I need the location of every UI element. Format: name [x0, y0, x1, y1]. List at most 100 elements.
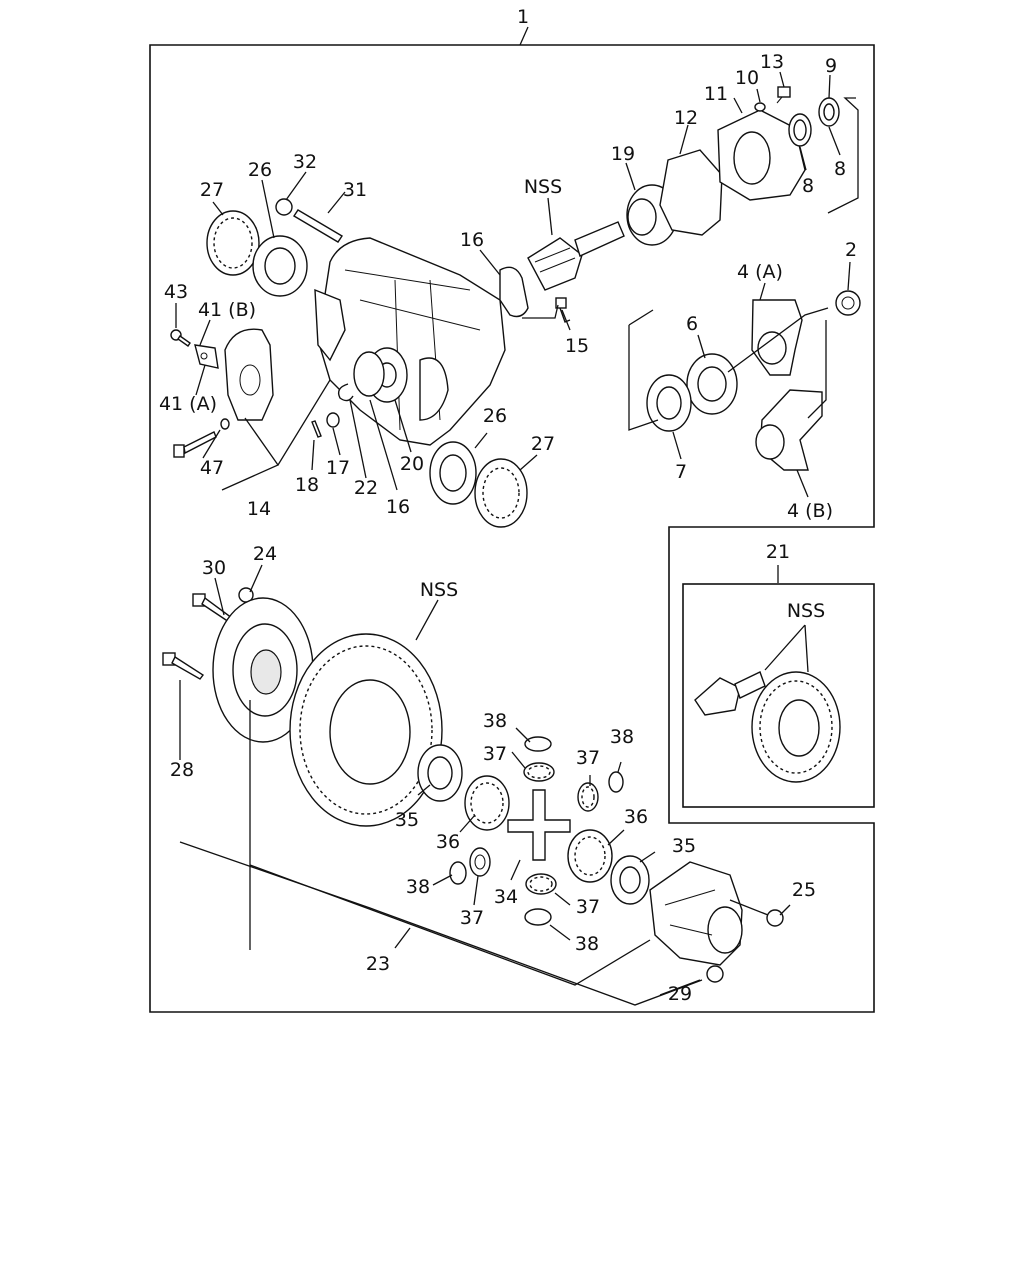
label-32: 32: [293, 151, 317, 173]
label-29: 29: [668, 983, 692, 1005]
washer-38-bottom: [524, 908, 552, 926]
label-27-upper: 27: [200, 179, 224, 201]
label-41a: 41 (A): [159, 393, 217, 415]
label-nss-inset: NSS: [787, 600, 825, 622]
label-47: 47: [200, 457, 224, 479]
label-34: 34: [494, 886, 518, 908]
label-19: 19: [611, 143, 635, 165]
shim-16-upper: [499, 266, 529, 318]
thrust-washer-35-right: [610, 855, 650, 905]
label-35-left: 35: [395, 809, 419, 831]
label-11: 11: [704, 83, 728, 105]
label-8-lower: 8: [802, 175, 814, 197]
bolt-15: [555, 297, 571, 323]
shim-16-lower: [353, 351, 385, 397]
snap-ring-22: [337, 383, 354, 402]
stud-31: [293, 209, 343, 243]
label-43: 43: [164, 281, 188, 303]
pin-18: [311, 420, 322, 438]
flange-4b: [755, 389, 823, 471]
label-37-bottom: 37: [576, 896, 600, 918]
washer-38-left: [449, 861, 467, 885]
label-38-top: 38: [483, 710, 507, 732]
bolt-28: [162, 652, 205, 680]
washer-38-top: [524, 736, 552, 752]
bearing-26-lower: [429, 441, 477, 505]
label-23: 23: [366, 953, 390, 975]
washer-38-right: [608, 771, 624, 793]
nut-29: [706, 965, 724, 983]
label-9: 9: [825, 55, 837, 77]
label-18: 18: [295, 474, 319, 496]
label-36-right: 36: [624, 806, 648, 828]
label-38-bottom: 38: [575, 933, 599, 955]
nut-32: [275, 198, 293, 216]
differential-case-right: [649, 861, 743, 966]
label-6: 6: [686, 313, 698, 335]
label-4b: 4 (B): [787, 500, 833, 522]
label-35-right: 35: [672, 835, 696, 857]
deflector-7: [646, 374, 692, 432]
label-16-lower: 16: [386, 496, 410, 518]
label-14: 14: [247, 498, 271, 520]
gear-set-21-pinion: [694, 671, 766, 716]
label-41b: 41 (B): [198, 299, 256, 321]
ring-gear-nss: [289, 633, 443, 827]
part-labels: 1 2 4 (A) 4 (B) 6 7 8 8 9 10 11 12 13 14…: [159, 6, 857, 1005]
pinion-gear-37-bottom: [525, 873, 557, 895]
label-31: 31: [343, 179, 367, 201]
pinion-gear-37-left: [469, 847, 491, 877]
label-1: 1: [517, 6, 529, 28]
nut-2: [835, 290, 861, 316]
label-7: 7: [675, 461, 687, 483]
label-27-lower: 27: [531, 433, 555, 455]
thrust-washer-35-left: [417, 744, 463, 802]
label-nss-pinion: NSS: [524, 176, 562, 198]
label-28: 28: [170, 759, 194, 781]
bolt-13: [776, 86, 791, 104]
bolt-43: [170, 329, 191, 347]
seal-ring-27-lower: [474, 458, 528, 528]
label-nss-ring-gear: NSS: [420, 579, 458, 601]
label-13: 13: [760, 51, 784, 73]
label-37-top: 37: [483, 743, 507, 765]
label-12: 12: [674, 107, 698, 129]
label-37-left: 37: [460, 907, 484, 929]
pinion-gear-37-top: [523, 762, 555, 782]
bolt-47: [173, 418, 230, 458]
differential-case-left: [212, 597, 314, 743]
label-36-left: 36: [436, 831, 460, 853]
gasket-12: [659, 149, 723, 236]
spider-34: [507, 789, 571, 861]
label-38-left: 38: [406, 876, 430, 898]
bolt-30: [192, 593, 233, 623]
label-4a: 4 (A): [737, 261, 783, 283]
gear-set-21-ring-gear: [751, 671, 841, 783]
nut-25: [766, 909, 784, 927]
label-26-upper: 26: [248, 159, 272, 181]
seal-8: [788, 113, 812, 147]
bearing-retainer-11: [717, 109, 806, 201]
lock-plate-41: [194, 344, 219, 369]
label-15: 15: [565, 335, 589, 357]
washer-10: [754, 102, 766, 112]
flange-4a: [751, 299, 803, 376]
oil-seal-6: [686, 353, 738, 415]
label-8-upper: 8: [834, 158, 846, 180]
label-22: 22: [354, 477, 378, 499]
label-10: 10: [735, 67, 759, 89]
pinion-gear-37-right: [577, 782, 599, 812]
carrier-housing: [314, 237, 506, 446]
label-38-right: 38: [610, 726, 634, 748]
label-37-right: 37: [576, 747, 600, 769]
side-gear-36-left: [464, 775, 510, 831]
drive-pinion-nss: [527, 221, 625, 291]
bearing-26-upper: [252, 235, 308, 297]
main-frame: [149, 44, 875, 1013]
label-17: 17: [326, 457, 350, 479]
bearing-cap-14: [224, 328, 274, 421]
label-30: 30: [202, 557, 226, 579]
label-2: 2: [845, 239, 857, 261]
leader-lines: [175, 26, 859, 1006]
